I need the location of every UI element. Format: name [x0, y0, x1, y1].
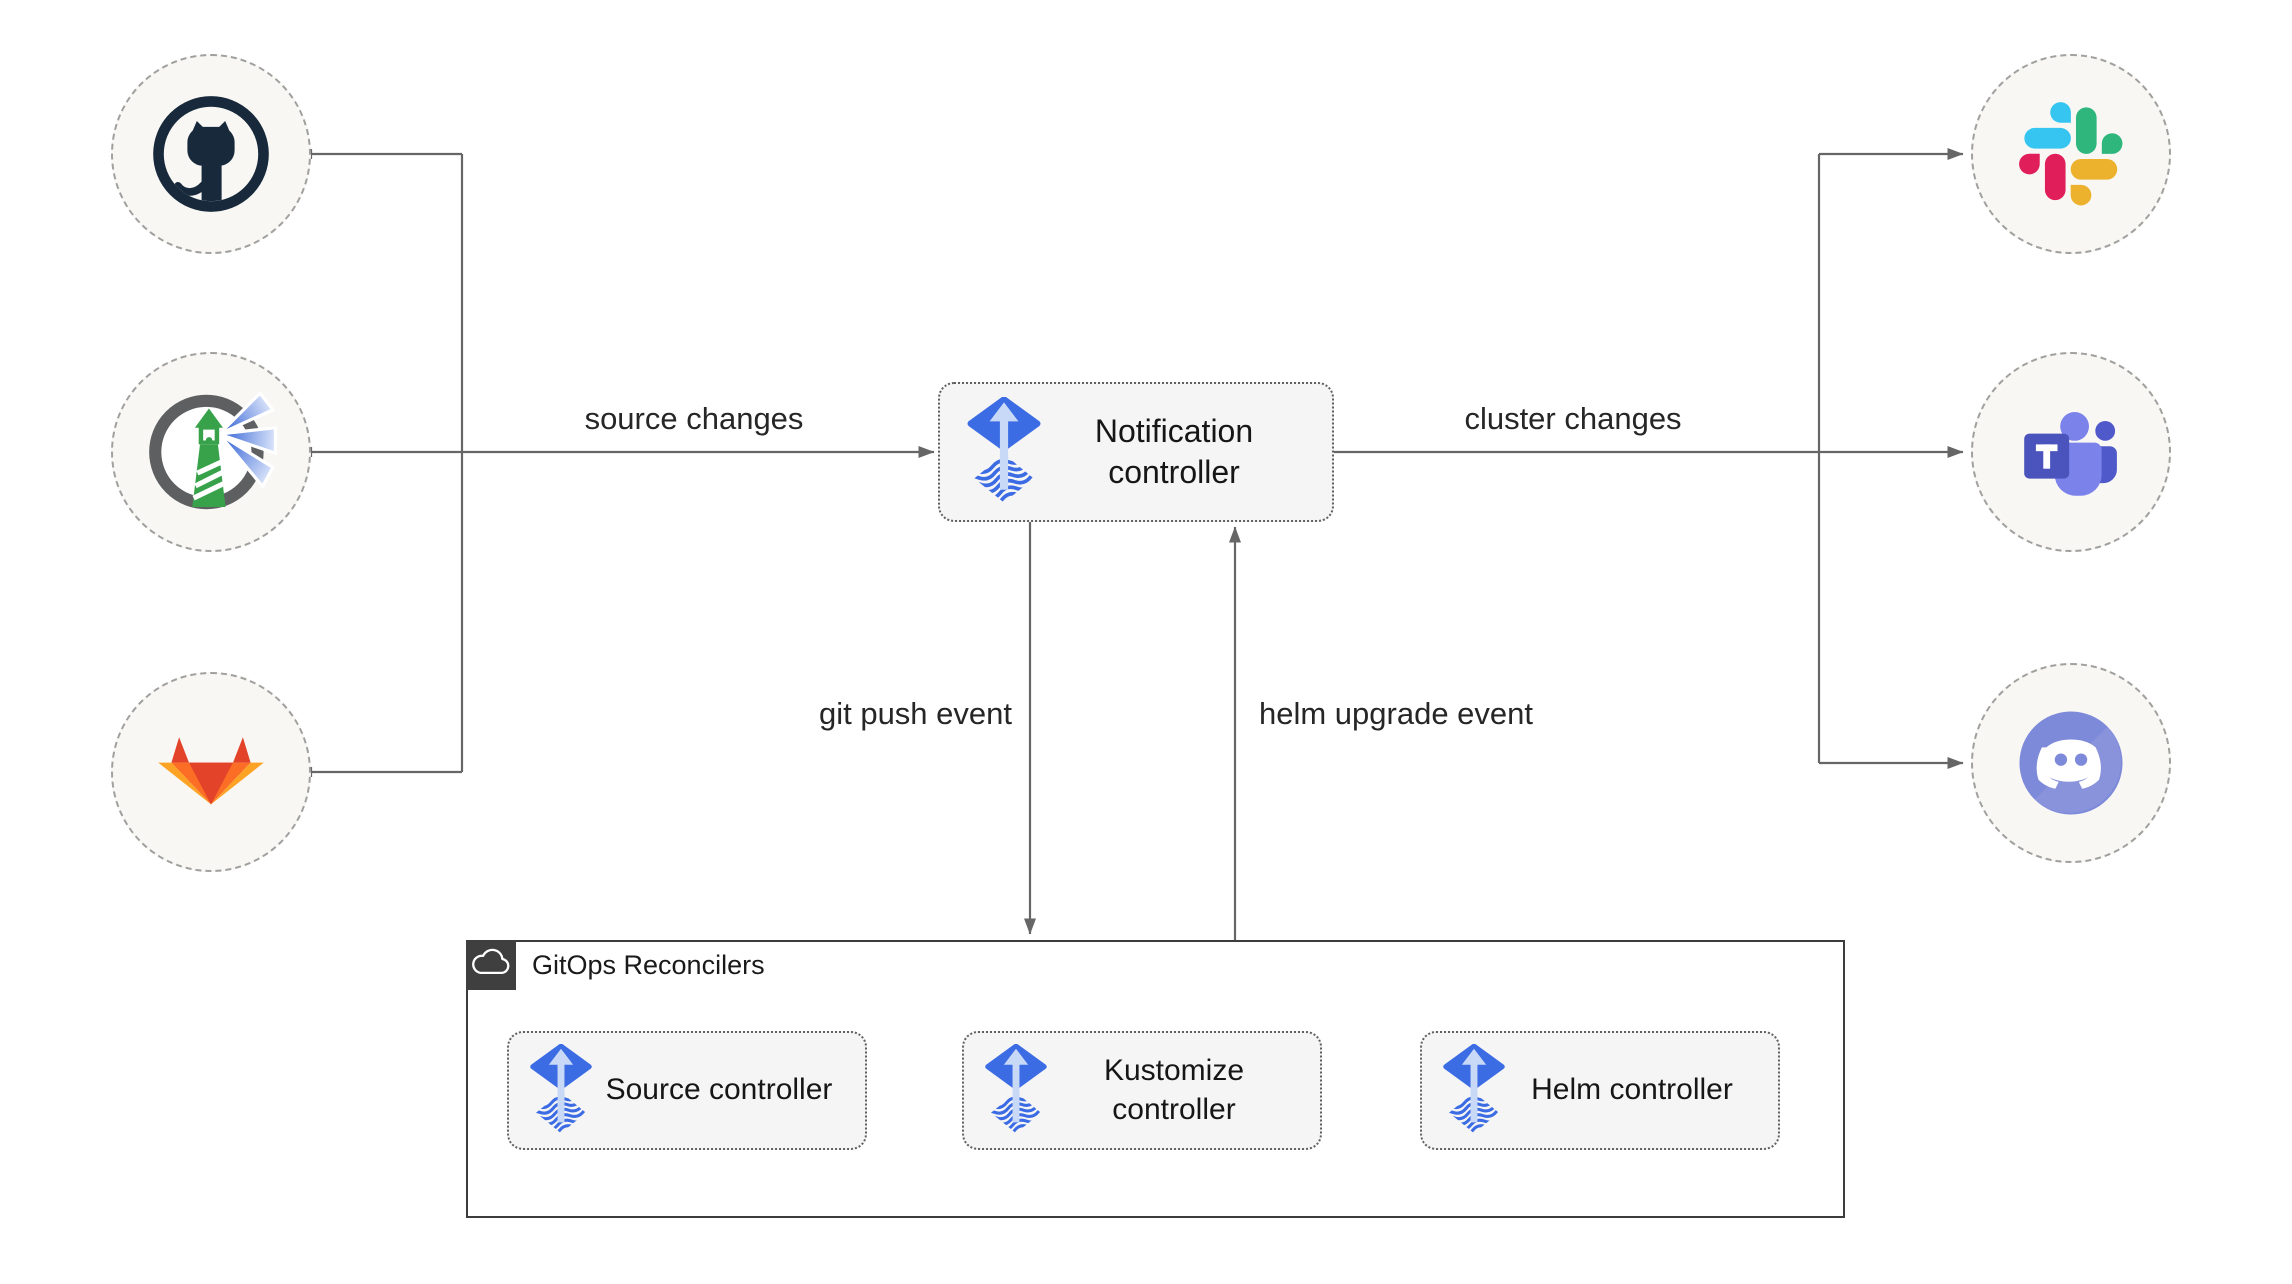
gitlab-node: [111, 672, 311, 872]
helm-controller-node: Helm controller: [1420, 1031, 1780, 1150]
notification-controller-label: Notification controller: [1094, 413, 1254, 490]
microsoft-teams-icon: [2015, 403, 2127, 502]
flux-icon: [984, 1044, 1048, 1138]
flux-icon: [966, 397, 1042, 508]
harbor-node: [111, 352, 311, 552]
kustomize-controller-node: Kustomize controller: [962, 1031, 1322, 1150]
notification-controller-node: Notification controller: [938, 382, 1334, 522]
flux-icon: [1442, 1044, 1506, 1138]
helm-upgrade-event-label: helm upgrade event: [1259, 696, 1534, 731]
flux-icon: [529, 1044, 593, 1138]
slack-icon: [2019, 102, 2123, 206]
kustomize-controller-label: Kustomize controller: [1103, 1054, 1245, 1126]
cloud-icon: [470, 944, 512, 986]
source-controller-node: Source controller: [507, 1031, 867, 1150]
gitops-reconcilers-header: GitOps Reconcilers: [466, 940, 765, 990]
cloud-badge: [466, 940, 516, 990]
github-node: [111, 54, 311, 254]
source-controller-label: Source controller: [605, 1073, 833, 1107]
teams-node: [1971, 352, 2171, 552]
gitops-reconcilers-title: GitOps Reconcilers: [532, 949, 765, 980]
cluster-changes-label: cluster changes: [1464, 401, 1682, 436]
discord-node: [1971, 663, 2171, 863]
gitlab-icon: [156, 735, 266, 810]
discord-icon: [2015, 707, 2127, 819]
github-icon: [152, 95, 270, 213]
source-changes-label: source changes: [584, 401, 804, 436]
git-push-event-label: git push event: [818, 696, 1012, 731]
helm-controller-label: Helm controller: [1531, 1073, 1733, 1107]
harbor-icon: [145, 388, 278, 516]
slack-node: [1971, 54, 2171, 254]
